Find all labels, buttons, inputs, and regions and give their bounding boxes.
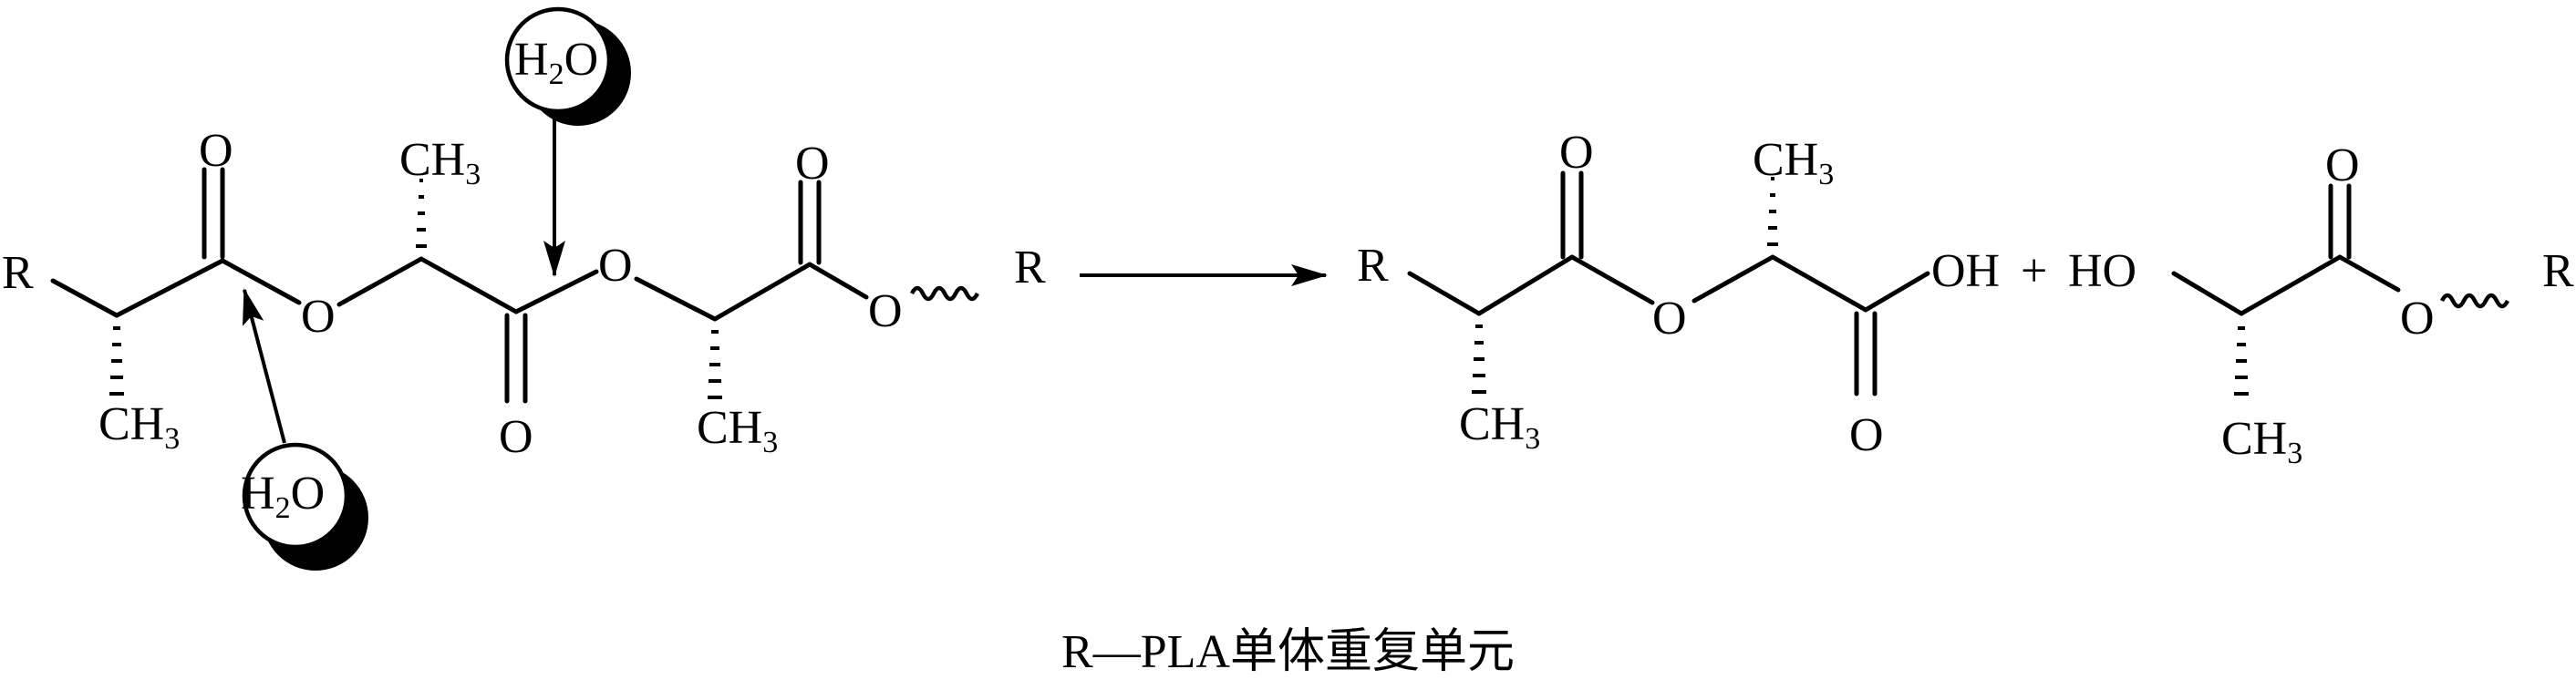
bond	[2239, 254, 2343, 316]
bond	[50, 278, 119, 318]
atom-o-ester: O	[2400, 293, 2435, 345]
hashed-wedge	[1767, 177, 1778, 246]
hashed-wedge	[416, 179, 427, 248]
bond	[336, 256, 424, 307]
atom-o-ester-1: O	[301, 291, 336, 343]
atom-o-ester-3: O	[868, 285, 903, 337]
atom-o: O	[1849, 409, 1884, 461]
product-acid-fragment: R CH3 O O CH3 O OH	[1357, 127, 2000, 461]
bond	[1863, 271, 1930, 313]
ch3-label: CH3	[1459, 398, 1540, 456]
bond	[2337, 254, 2401, 293]
atom-r-left: R	[2, 247, 34, 299]
bond	[513, 269, 599, 314]
atom-oh: OH	[1931, 245, 2000, 297]
bond	[1691, 254, 1775, 304]
bond	[712, 262, 812, 322]
atom-ho: HO	[2068, 245, 2136, 297]
atom-o: O	[2325, 139, 2360, 191]
bond	[634, 276, 718, 322]
atom-r: R	[1357, 240, 1389, 292]
plus-sign: +	[2021, 245, 2047, 297]
h2o-label: H2O	[514, 34, 598, 91]
water-ball-bottom: H2O	[241, 442, 368, 571]
ch3-label: CH3	[697, 402, 778, 459]
ch3-label: CH3	[98, 398, 180, 456]
hashed-wedge	[1472, 324, 1486, 394]
hashed-wedge	[708, 330, 722, 399]
wavy-bond	[909, 285, 980, 302]
ch3-label: CH3	[399, 134, 481, 191]
hashed-wedge	[109, 326, 124, 396]
wavy-bond	[2439, 293, 2510, 309]
bond	[1770, 254, 1868, 313]
atom-o: O	[1559, 127, 1594, 179]
water-ball-top: H2O	[504, 6, 631, 126]
bond	[1476, 254, 1575, 316]
atom-o: O	[199, 125, 233, 177]
attack-arrow-bottom	[243, 288, 286, 444]
hashed-wedge	[2234, 326, 2249, 396]
atom-o: O	[499, 411, 533, 463]
bond	[220, 258, 302, 305]
ch3-label: CH3	[2221, 413, 2302, 470]
bond	[2171, 271, 2244, 316]
bond	[1569, 254, 1655, 305]
atom-r-right: R	[1014, 242, 1046, 294]
caption: R—PLA单体重复单元	[1061, 626, 1515, 678]
ch3-label: CH3	[1753, 134, 1834, 191]
bond	[419, 256, 519, 314]
h2o-label: H2O	[241, 468, 325, 525]
product-alcohol-fragment: HO CH3 O O R	[2068, 139, 2574, 470]
bond	[114, 258, 225, 318]
bond	[807, 262, 869, 300]
atom-o: O	[795, 138, 830, 190]
bond	[1407, 271, 1482, 316]
atom-r: R	[2542, 245, 2574, 297]
atom-o-ester-2: O	[598, 240, 633, 292]
reactant-polymer: R CH3 O O CH3 O	[2, 6, 1046, 571]
atom-o-ester: O	[1652, 293, 1687, 345]
